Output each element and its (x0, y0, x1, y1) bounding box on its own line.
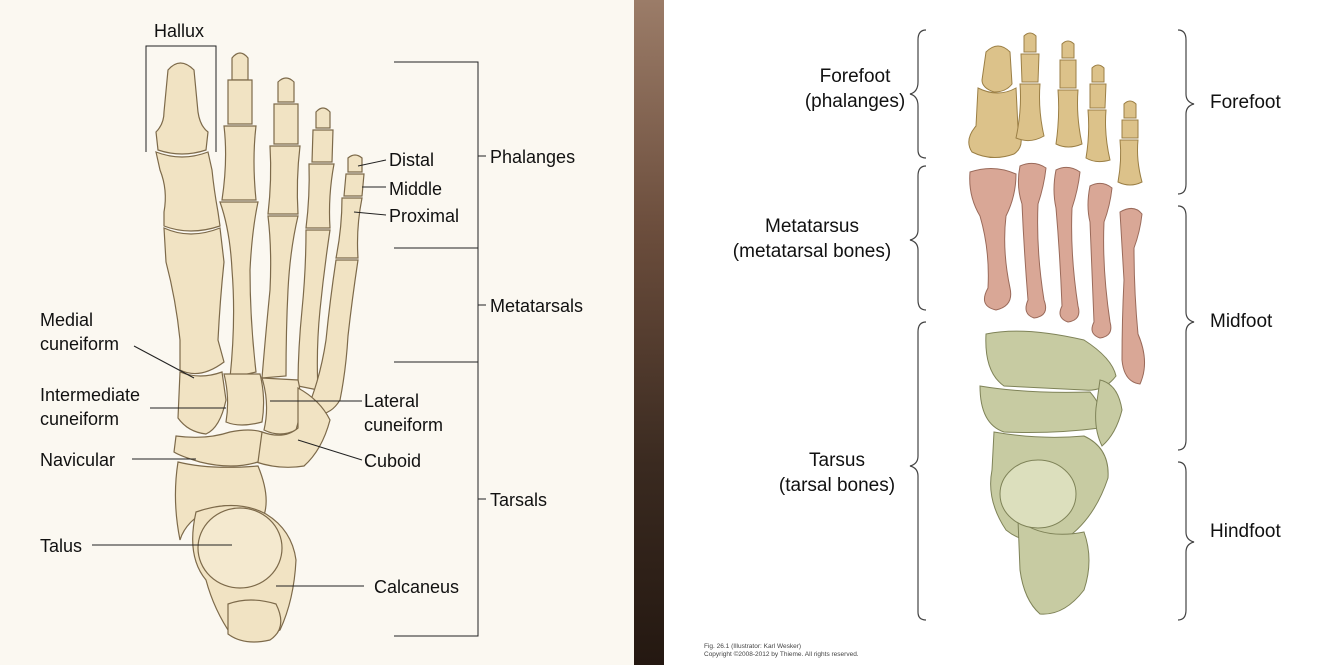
r-toe5-distal (1124, 101, 1136, 118)
label-hallux: Hallux (154, 22, 204, 40)
right-phalanges (969, 33, 1142, 185)
navicular-bone (174, 430, 262, 466)
label-distal: Distal (389, 151, 434, 169)
label-medial-cuneiform-line1: Medial (40, 308, 119, 332)
r-toe4-distal (1092, 65, 1104, 82)
label-lateral-cuneiform-line2: cuneiform (364, 413, 443, 437)
right-right-braces (1178, 30, 1194, 620)
right-brackets (394, 62, 486, 636)
figure-caption-line2: Copyright ©2008-2012 by Thieme. All righ… (704, 651, 859, 659)
label-proximal: Proximal (389, 207, 459, 225)
r-toe2-middle (1021, 54, 1039, 82)
r-toe4-proximal (1086, 110, 1110, 162)
r-toe2-proximal (1016, 84, 1044, 141)
toe2-middle (228, 80, 252, 124)
toe4-proximal (306, 164, 334, 228)
label-forefoot-phalanges-line1: Forefoot (800, 64, 910, 89)
label-tarsus-line1: Tarsus (764, 448, 910, 473)
toe4-distal (316, 108, 330, 128)
toe3-proximal (268, 146, 300, 214)
right-left-braces (910, 30, 926, 620)
label-medial-cuneiform-line2: cuneiform (40, 332, 119, 356)
hallux-proximal-phalanx (156, 152, 220, 231)
label-metatarsus-line1: Metatarsus (714, 214, 910, 239)
label-intermediate-cuneiform: Intermediate cuneiform (40, 383, 140, 431)
left-foot-diagram: Hallux Distal Middle Proximal Phalanges … (0, 0, 634, 665)
r-calcaneus (1018, 520, 1089, 614)
label-intermediate-cuneiform-line1: Intermediate (40, 383, 140, 407)
r-toe4-middle (1090, 84, 1106, 108)
figure-caption: Fig. 26.1 (Illustrator: Karl Wesker) Cop… (704, 643, 859, 659)
hallux-distal-phalanx (156, 63, 208, 154)
label-tarsus: Tarsus (tarsal bones) (764, 448, 910, 498)
right-foot-diagram: Forefoot (phalanges) Metatarsus (metatar… (664, 0, 1334, 665)
r-hallux-proximal (969, 88, 1021, 158)
label-lateral-cuneiform-line1: Lateral (364, 389, 443, 413)
label-hindfoot: Hindfoot (1210, 522, 1281, 541)
label-forefoot-phalanges-line2: (phalanges) (800, 89, 910, 114)
r-metatarsal-3 (1054, 167, 1080, 322)
intermediate-cuneiform-bone (224, 374, 264, 425)
toe5-middle (344, 174, 364, 196)
talus-head (198, 508, 282, 588)
label-medial-cuneiform: Medial cuneiform (40, 308, 119, 356)
right-tarsals (980, 331, 1122, 614)
toe5-distal (348, 155, 362, 172)
label-middle: Middle (389, 180, 442, 198)
r-toe3-distal (1062, 41, 1074, 58)
toe3-middle (274, 104, 298, 144)
figure-caption-line1: Fig. 26.1 (Illustrator: Karl Wesker) (704, 643, 859, 651)
label-midfoot: Midfoot (1210, 312, 1272, 331)
panel-divider (634, 0, 664, 665)
label-tarsals: Tarsals (490, 491, 547, 509)
label-forefoot-phalanges: Forefoot (phalanges) (800, 64, 910, 114)
label-metatarsus-line2: (metatarsal bones) (714, 239, 910, 264)
r-metatarsal-4 (1088, 183, 1112, 338)
toe2-distal (232, 53, 248, 80)
label-calcaneus: Calcaneus (374, 578, 459, 596)
toe4-middle (312, 130, 333, 162)
label-tarsus-line2: (tarsal bones) (764, 473, 910, 498)
metatarsal-3 (262, 216, 298, 378)
r-toe5-proximal (1118, 140, 1142, 185)
calcaneus-tuber (228, 600, 281, 642)
lateral-cuneiform-bone (262, 378, 301, 434)
r-toe5-middle (1122, 120, 1138, 138)
toe2-proximal (222, 126, 256, 200)
medial-cuneiform-bone (178, 372, 226, 434)
r-metatarsal-2 (1018, 163, 1046, 318)
r-navicular (980, 386, 1102, 433)
label-talus: Talus (40, 537, 82, 555)
r-toe3-proximal (1056, 90, 1082, 147)
toe5-proximal (336, 198, 362, 258)
r-cuneiforms (986, 331, 1116, 390)
label-phalanges: Phalanges (490, 148, 575, 166)
r-toe2-distal (1024, 33, 1036, 52)
label-intermediate-cuneiform-line2: cuneiform (40, 407, 140, 431)
label-cuboid: Cuboid (364, 452, 421, 470)
metatarsal-2 (220, 202, 258, 378)
r-toe3-middle (1060, 60, 1076, 88)
toe3-distal (278, 78, 294, 102)
label-navicular: Navicular (40, 451, 115, 469)
r-metatarsal-1 (970, 168, 1016, 310)
label-lateral-cuneiform: Lateral cuneiform (364, 389, 443, 437)
r-metatarsal-5 (1120, 208, 1145, 384)
r-talus-head (1000, 460, 1076, 528)
r-hallux-distal (982, 46, 1012, 92)
label-metatarsus: Metatarsus (metatarsal bones) (714, 214, 910, 264)
label-forefoot: Forefoot (1210, 93, 1281, 112)
label-metatarsals: Metatarsals (490, 297, 583, 315)
metatarsal-1 (164, 228, 224, 374)
r-cuboid (1096, 380, 1122, 446)
